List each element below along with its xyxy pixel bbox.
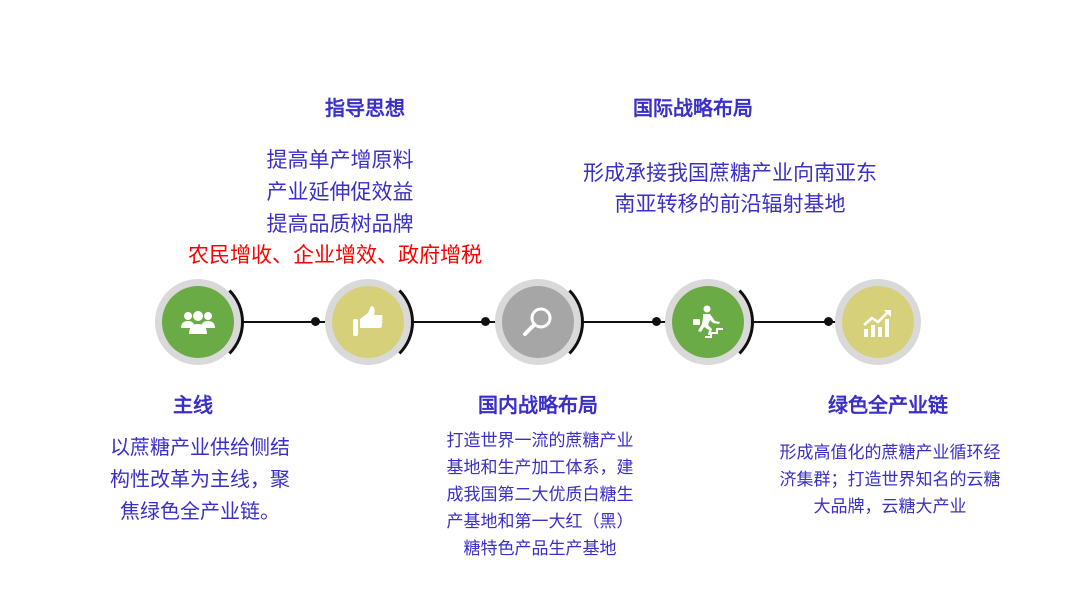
heading-guiding: 指导思想 — [325, 96, 405, 120]
green-line: 形成高值化的蔗糖产业循环经 — [779, 443, 1001, 463]
guiding-red-text: 农民增收、企业增效、政府增税 — [188, 243, 482, 267]
timeline-dot — [311, 317, 320, 326]
timeline-dot — [652, 317, 661, 326]
guiding-line: 产业延伸促效益 — [266, 180, 414, 204]
node-arc — [152, 276, 244, 368]
green-line: 济集群；打造世界知名的云糖 — [779, 470, 1001, 490]
timeline-dot — [481, 317, 490, 326]
domestic-line: 成我国第二大优质白糖生 — [446, 485, 634, 505]
mainline-text: 以蔗糖产业供给侧结 构性改革为主线，聚 焦绿色全产业链。 — [60, 431, 340, 527]
node-arc — [492, 276, 584, 368]
mainline-line: 以蔗糖产业供给侧结 — [110, 435, 290, 459]
heading-international: 国际战略布局 — [633, 96, 753, 120]
timeline-dot — [824, 317, 833, 326]
international-line: 形成承接我国蔗糖产业向南亚东 — [583, 161, 877, 185]
domestic-line: 基地和生产加工体系，建 — [446, 458, 634, 478]
domestic-line: 糖特色产品生产基地 — [463, 539, 617, 559]
domestic-text: 打造世界一流的蔗糖产业 基地和生产加工体系，建 成我国第二大优质白糖生 产基地和… — [410, 428, 670, 563]
growth-chart-icon — [863, 310, 891, 337]
node-green — [835, 279, 921, 365]
guiding-line: 提高品质树品牌 — [266, 212, 414, 236]
international-line: 南亚转移的前沿辐射基地 — [614, 192, 846, 216]
mainline-line: 构性改革为主线，聚 — [110, 467, 290, 491]
green-line: 大品牌，云糖大产业 — [813, 497, 967, 517]
node-arc — [322, 276, 414, 368]
guiding-text: 提高单产增原料 产业延伸促效益 提高品质树品牌 — [190, 144, 490, 240]
international-text: 形成承接我国蔗糖产业向南亚东 南亚转移的前沿辐射基地 — [520, 158, 940, 220]
mainline-line: 焦绿色全产业链。 — [120, 499, 280, 523]
node-arc — [662, 276, 754, 368]
heading-mainline: 主线 — [173, 393, 213, 417]
domestic-line: 产基地和第一大红（黑） — [446, 512, 634, 532]
heading-green: 绿色全产业链 — [828, 393, 948, 417]
green-text: 形成高值化的蔗糖产业循环经 济集群；打造世界知名的云糖 大品牌，云糖大产业 — [725, 440, 1055, 521]
heading-domestic: 国内战略布局 — [478, 393, 598, 417]
domestic-line: 打造世界一流的蔗糖产业 — [446, 431, 634, 451]
guiding-line: 提高单产增原料 — [266, 148, 414, 172]
